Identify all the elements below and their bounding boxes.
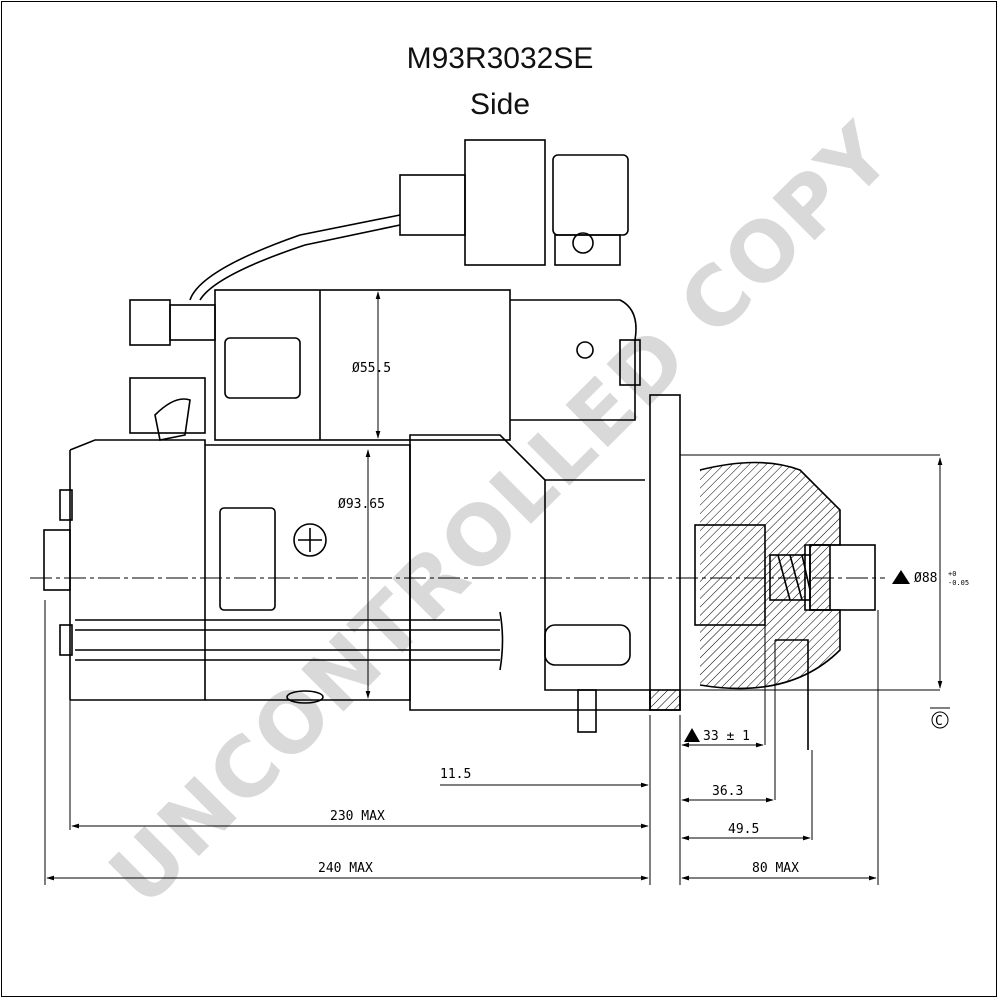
dimension-lines	[44, 291, 950, 885]
solenoid-pivot	[576, 341, 594, 359]
harness-wire-2	[199, 224, 401, 301]
harness-wire-1	[189, 214, 401, 301]
dim-overall-max: 240 MAX	[318, 861, 373, 876]
dim-flange-diameter: Ø88	[914, 571, 937, 586]
yoke-drain-screw	[286, 690, 324, 704]
rear-cap-boss	[43, 529, 71, 591]
through-bolt-tip	[499, 611, 504, 671]
battery-terminal-nut	[129, 299, 171, 346]
rear-cap	[69, 439, 206, 701]
drawing-title-model: M93R3032SE	[406, 42, 594, 75]
drive-housing	[409, 434, 651, 711]
relay-mount-screw	[572, 232, 594, 254]
drawing-title-view: Side	[469, 88, 531, 121]
datum-label: C	[935, 714, 943, 729]
terminal-clip	[154, 398, 191, 441]
solenoid-body	[214, 289, 511, 441]
relay-plug	[224, 337, 301, 399]
dim-front-max: 80 MAX	[752, 861, 799, 876]
dim-flange-tol-lower: -0.05	[948, 579, 969, 587]
pinion	[694, 524, 766, 626]
relay-housing	[464, 139, 546, 266]
relay-can	[552, 154, 629, 236]
solenoid-stud	[619, 339, 641, 386]
starter-outline	[43, 139, 940, 750]
extension-lines	[44, 600, 879, 885]
extension-lines-drive	[764, 625, 813, 840]
flange-diameter-marker	[892, 570, 910, 584]
dim-flange-offset: 33 ± 1	[703, 729, 750, 744]
dim-pinion-position: 36.3	[712, 784, 743, 799]
dim-body-max: 230 MAX	[330, 809, 385, 824]
support-bracket	[775, 639, 809, 750]
dim-body-diameter: Ø93.65	[338, 497, 385, 512]
datum-circle	[931, 711, 949, 729]
flange-offset-marker	[684, 728, 700, 742]
dim-solenoid-diameter: Ø55.5	[352, 361, 391, 376]
housing-boss	[544, 624, 631, 666]
wire-connector	[399, 174, 466, 236]
mounting-flange	[649, 394, 681, 711]
dim-flange-thickness: 11.5	[440, 767, 471, 782]
dim-flange-tol-upper: +0	[948, 570, 956, 578]
flange-pilot-hatch	[649, 689, 681, 711]
terminal-bracket	[129, 377, 206, 434]
housing-drain	[577, 689, 597, 733]
rear-screw-top	[59, 489, 73, 521]
battery-terminal-stud	[169, 304, 216, 341]
through-bolt	[75, 619, 500, 661]
yoke-screw-slot	[298, 528, 322, 552]
yoke-screw	[293, 523, 327, 557]
rear-screw-bottom	[59, 624, 73, 656]
dim-pinion-end: 49.5	[728, 822, 759, 837]
yoke-label-window	[219, 507, 276, 611]
relay-mount	[554, 234, 621, 266]
